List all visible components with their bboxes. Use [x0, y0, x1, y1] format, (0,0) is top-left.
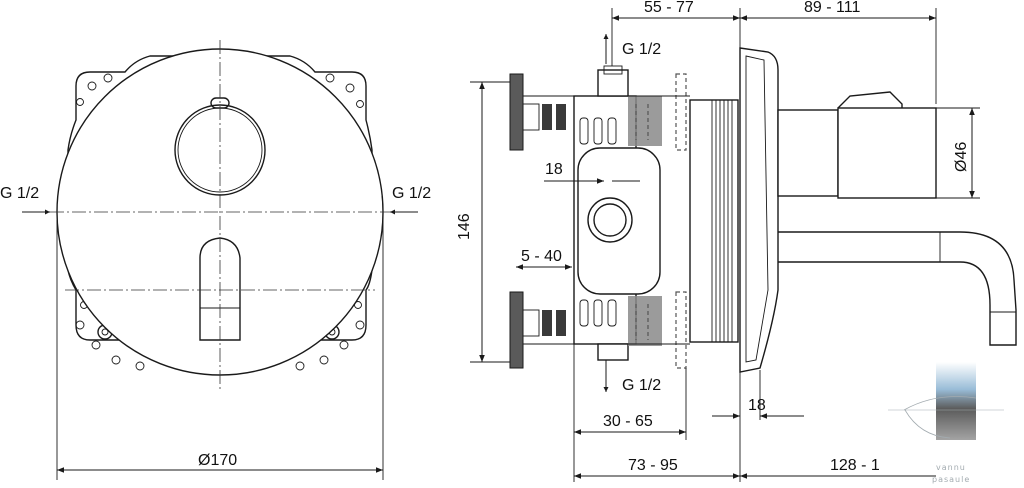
dim-30-65-label: 30 - 65 [603, 413, 653, 430]
outlet-ring [587, 197, 633, 243]
inlet-label-left: G 1/2 [0, 185, 39, 202]
dim-5-40-label: 5 - 40 [521, 248, 562, 265]
dim-128-label: 128 - 1 [830, 457, 880, 474]
dim-55-77-label: 55 - 77 [644, 0, 694, 16]
flange-bottom-left [509, 291, 524, 369]
flange-top-left [509, 73, 524, 151]
diameter-170-label: Ø170 [198, 452, 237, 469]
valve-body-inner [577, 147, 661, 295]
dim-73-95-label: 73 - 95 [628, 457, 678, 474]
dim-89-111-label: 89 - 111 [804, 0, 860, 16]
inlet-label-bottom: G 1/2 [622, 377, 661, 394]
height-146-label: 146 [456, 213, 473, 240]
spout [778, 231, 1017, 346]
dim-18-bottom-label: 18 [748, 397, 766, 414]
dim-18-top-label: 18 [545, 161, 563, 178]
cover-plate-side [739, 47, 779, 373]
inlet-label-right: G 1/2 [392, 185, 431, 202]
front-view: G 1/2 G 1/2 Ø170 [0, 40, 431, 480]
watermark-logo: vannu pasaule [888, 362, 1004, 484]
side-view: 146 [456, 0, 1017, 482]
adjustable-inserts [628, 73, 687, 369]
handle-body [777, 109, 839, 197]
inlet-label-top: G 1/2 [622, 41, 661, 58]
bolt-blocks [522, 103, 566, 337]
body-slots [579, 117, 617, 327]
diameter-46-label: Ø46 [953, 142, 970, 172]
handle-lever-top [837, 91, 903, 109]
threaded-sleeve [689, 99, 739, 343]
thread-lines [711, 100, 733, 342]
watermark-text-1: vannu [936, 463, 966, 472]
watermark-text-2: pasaule [932, 475, 970, 484]
